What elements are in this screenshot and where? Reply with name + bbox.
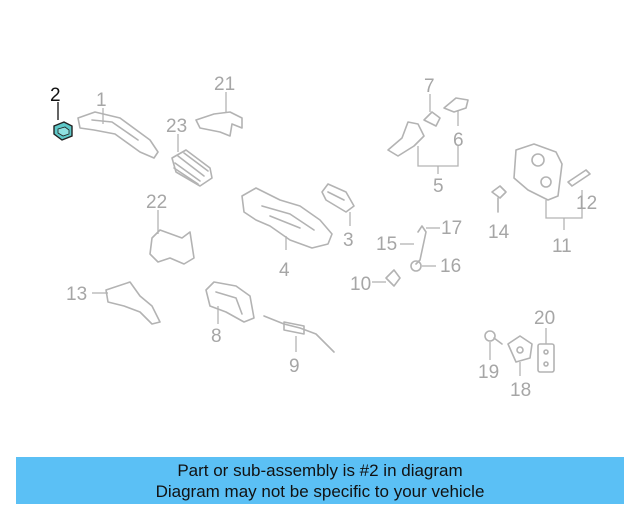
part-8-inside-handle[interactable] <box>205 281 255 323</box>
banner-line-1: Part or sub-assembly is #2 in diagram <box>177 461 463 480</box>
part-6-key[interactable] <box>443 97 469 113</box>
part-19-bolt[interactable] <box>484 330 503 345</box>
part-1-outside-handle[interactable] <box>77 111 159 159</box>
callout-9[interactable]: 9 <box>289 356 300 377</box>
callout-10[interactable]: 10 <box>350 274 371 295</box>
callout-12[interactable]: 12 <box>576 193 597 214</box>
banner-line-2: Diagram may not be specific to your vehi… <box>155 482 485 501</box>
callout-14[interactable]: 14 <box>488 222 510 243</box>
callout-6[interactable]: 6 <box>453 130 464 151</box>
callout-5[interactable]: 5 <box>433 176 444 197</box>
callout-16[interactable]: 16 <box>440 256 461 277</box>
part-10-clip[interactable] <box>385 269 401 287</box>
callout-18[interactable]: 18 <box>510 380 531 401</box>
callout-4[interactable]: 4 <box>279 260 290 281</box>
part-2-highlighted[interactable] <box>53 121 73 141</box>
part-11-latch[interactable] <box>513 143 563 201</box>
part-20-plate[interactable] <box>537 343 555 373</box>
info-banner: Part or sub-assembly is #2 in diagram Di… <box>16 457 624 504</box>
callout-11[interactable]: 11 <box>552 236 572 257</box>
part-22-bracket[interactable] <box>149 229 195 265</box>
callout-17[interactable]: 17 <box>441 218 462 239</box>
part-16-clip[interactable] <box>410 260 422 272</box>
part-14-bolt[interactable] <box>491 185 507 213</box>
callout-21[interactable]: 21 <box>214 74 235 95</box>
part-21-bracket[interactable] <box>195 111 243 137</box>
part-4-inner-frame[interactable] <box>241 187 333 249</box>
part-9-cable[interactable] <box>263 315 335 353</box>
callout-2[interactable]: 2 <box>50 85 61 106</box>
callout-1[interactable]: 1 <box>96 90 107 111</box>
callout-20[interactable]: 20 <box>534 308 555 329</box>
callout-3[interactable]: 3 <box>343 230 354 251</box>
callout-19[interactable]: 19 <box>478 362 499 383</box>
part-3-handle[interactable] <box>321 183 355 213</box>
callout-13[interactable]: 13 <box>66 284 87 305</box>
part-7-clip[interactable] <box>423 111 441 127</box>
callout-8[interactable]: 8 <box>211 326 222 347</box>
part-12-screw[interactable] <box>567 169 591 187</box>
callout-22[interactable]: 22 <box>146 192 167 213</box>
part-18-striker[interactable] <box>507 335 533 363</box>
callout-7[interactable]: 7 <box>424 76 435 97</box>
callout-15[interactable]: 15 <box>376 234 397 255</box>
parts-diagram: 2 1 23 21 22 4 3 7 6 <box>50 74 597 401</box>
part-13-link[interactable] <box>105 281 161 325</box>
part-17-rod[interactable] <box>415 225 427 265</box>
part-23-boot[interactable] <box>171 149 213 187</box>
part-5-lock-cylinder[interactable] <box>387 121 425 157</box>
callout-23[interactable]: 23 <box>166 116 187 137</box>
